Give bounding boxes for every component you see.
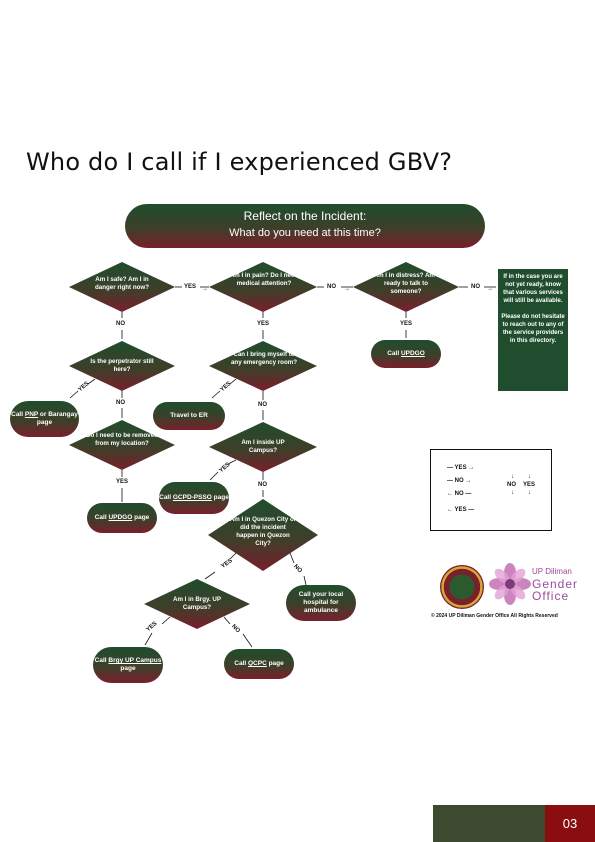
diamond-er-self [209, 341, 317, 391]
diamond-brgy-up-text: Am I in Brgy. UP Campus? [172, 596, 222, 611]
diamond-removed [69, 420, 175, 470]
diamond-pain [209, 262, 317, 312]
edge-label-yes: YES [116, 479, 129, 485]
pill-text: Call [94, 657, 109, 664]
legend-yes-down: YES [523, 482, 536, 488]
pill-text: page [266, 660, 284, 667]
legend-yes-left: ← YES — [447, 507, 475, 513]
page-title: Who do I call if I experienced GBV? [26, 148, 453, 176]
diamond-distress-text: Am I in distress? Am I ready to talk to … [373, 272, 439, 295]
edge-label-no: NO [116, 400, 125, 406]
diamond-inside-up [209, 422, 317, 472]
org-line-2: Gender [532, 577, 579, 591]
edge-label-no: NO [327, 284, 336, 290]
pill-call-pnp[interactable]: Call PNP or Barangay page [10, 401, 79, 437]
legend-down-arrow: ↓ [528, 490, 531, 496]
pill-text: page [120, 665, 136, 672]
gcpd-link[interactable]: GCPD-PSSO [172, 494, 212, 501]
diamond-inside-up-text: Am I inside UP Campus? [241, 439, 285, 454]
edge-label-yes: YES [184, 284, 197, 290]
pill-call-hospital[interactable]: Call your local hospital for ambulance [286, 585, 356, 621]
arrowhead-right: → [344, 286, 350, 292]
legend-down-arrow: ↓ [511, 474, 514, 480]
diamond-brgy-up [144, 579, 250, 629]
pill-call-gcpd[interactable]: Call GCPD-PSSO page [159, 482, 229, 514]
header-line-2: What do you need at this time? [229, 227, 381, 239]
pill-call-qcpc[interactable]: Call QCPC page [224, 649, 294, 679]
diamond-er-self-text: Can I bring myself to any emergency room… [230, 351, 298, 366]
diamond-safe [69, 262, 175, 312]
brgy-link[interactable]: Brgy UP Campus [108, 657, 162, 664]
arrow-legend: — YES → — NO → ← NO — ← YES — ↓ NO ↓ ↓ Y… [430, 449, 552, 531]
notice-paragraph-1: If in the case you are not yet ready, kn… [503, 274, 563, 304]
qcpc-link[interactable]: QCPC [247, 660, 267, 667]
diamond-removed-text: Do I need to be removed from my location… [86, 432, 158, 447]
diamond-perpetrator [69, 341, 175, 391]
pnp-link[interactable]: PNP [24, 411, 39, 418]
legend-no-left: ← NO — [447, 491, 472, 497]
not-ready-notice: If in the case you are not yet ready, kn… [498, 269, 568, 391]
pill-text: Call [387, 350, 401, 357]
legend-down-arrow: ↓ [528, 474, 531, 480]
pill-text: Call your local hospital for ambulance [298, 591, 344, 614]
pill-text: Travel to ER [170, 412, 208, 419]
pill-text: Call [159, 494, 173, 501]
gender-office-flower-logo [489, 563, 531, 605]
edge-label-no: NO [116, 321, 125, 327]
footer-bar [433, 805, 545, 842]
pill-text: page [211, 494, 229, 501]
pill-text: Call [94, 514, 109, 521]
org-line-3: Office [532, 589, 570, 603]
arrowhead-right: → [487, 286, 493, 292]
legend-no-right: — NO → [447, 478, 472, 484]
pill-travel-er[interactable]: Travel to ER [153, 402, 225, 430]
notice-paragraph-2: Please do not hesitate to reach out to a… [501, 314, 565, 344]
org-line-1: UP Diliman [532, 567, 572, 576]
updgo-link[interactable]: UPDGO [108, 514, 133, 521]
copyright-notice: © 2024 UP Diliman Gender Office All Righ… [431, 613, 558, 619]
pill-call-updgo[interactable]: Call UPDGO [371, 340, 441, 368]
edge-label-no: NO [258, 402, 267, 408]
edge-label-yes: YES [257, 321, 270, 327]
legend-down-arrow: ↓ [511, 490, 514, 496]
pill-call-brgy-up[interactable]: Call Brgy UP Campus page [93, 647, 163, 683]
arrowhead-right: → [202, 286, 208, 292]
legend-yes-right: — YES → [447, 465, 475, 471]
pill-text: or Barangay page [36, 411, 78, 426]
up-seal-logo [440, 565, 484, 609]
updgo-link[interactable]: UPDGO [400, 350, 425, 357]
pill-text: Call [234, 660, 248, 667]
diamond-quezon-text: Am I in Quezon City or did the incident … [229, 516, 297, 547]
diamond-distress [353, 262, 459, 312]
gender-office-wordmark: UP Diliman Gender Office [532, 566, 578, 602]
diamond-perpetrator-text: Is the perpetrator still here? [90, 358, 154, 373]
pill-text: Call [11, 411, 25, 418]
legend-no-down: NO [507, 482, 516, 488]
pill-text: page [132, 514, 150, 521]
edge-label-no: NO [258, 482, 267, 488]
edge-label-yes: YES [400, 321, 413, 327]
page-number: 03 [545, 805, 595, 842]
edge-label-no: NO [471, 284, 480, 290]
header-line-1: Reflect on the Incident: [243, 209, 367, 223]
pill-call-updgo-page[interactable]: Call UPDGO page [87, 503, 157, 533]
diamond-pain-text: Am I in pain? Do I need medical attentio… [229, 272, 299, 287]
diamond-safe-text: Am I safe? Am I in danger right now? [95, 276, 149, 291]
header-banner: Reflect on the Incident: What do you nee… [125, 204, 485, 248]
